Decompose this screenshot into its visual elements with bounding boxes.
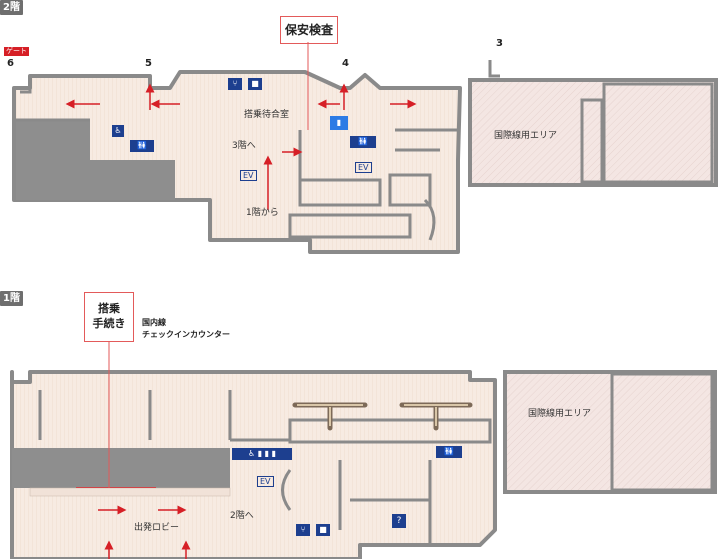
2f-intl-subroom	[602, 82, 714, 184]
1f-intl-area-label: 国際線用エリア	[528, 409, 592, 419]
toilet-icon-2: 🚻	[350, 136, 376, 148]
information-icon: ?	[392, 514, 406, 528]
gate-badge: ゲート	[4, 47, 29, 56]
battery-charge-icon: ▮	[330, 116, 348, 130]
checkin-counter-label: チェックインカウンター	[142, 330, 230, 339]
1f-counter-strip	[29, 487, 231, 497]
facility-icons-row: ♿ ▮ ▮ ▮	[232, 448, 292, 460]
floor-1f-map	[10, 342, 717, 559]
1f-grey-block	[12, 448, 230, 488]
accessible-icon: ♿	[112, 125, 124, 137]
1f-departure-lobby-label: 出発ロビー	[134, 523, 180, 533]
toilet-icon-1f: 🚻	[436, 446, 462, 458]
1f-ev-label: EV	[257, 476, 274, 487]
floor-tag-1f: 1階	[0, 291, 23, 306]
1f-t-counter-highlights	[297, 404, 468, 426]
2f-ev2-label: EV	[355, 162, 372, 173]
toilet-icon: 🚻	[130, 140, 154, 152]
checkin-callout: 搭乗 手続き	[84, 292, 134, 342]
1f-intl-subroom	[610, 372, 714, 492]
gate-3-label: 3	[496, 38, 503, 49]
security-check-callout: 保安検査	[280, 16, 338, 44]
2f-waiting-room-label: 搭乗待合室	[244, 110, 290, 120]
2f-to-3f-label: 3階へ	[232, 141, 256, 151]
gate-5-label: 5	[145, 58, 152, 69]
1f-arrows	[98, 505, 191, 559]
2f-ev-label: EV	[240, 170, 257, 181]
gate-4-label: 4	[342, 58, 349, 69]
gate-6-label: 6	[7, 58, 14, 69]
2f-intl-partition	[580, 98, 604, 184]
1f-to-2f-label: 2階へ	[230, 511, 254, 521]
floor-tag-2f: 2階	[0, 0, 23, 15]
restaurant-icon-1f: ⑂	[296, 524, 310, 536]
2f-arrows	[65, 83, 417, 210]
checkin-callout-line2: 手続き	[92, 317, 126, 330]
domestic-label: 国内線	[142, 318, 166, 327]
2f-grey-block	[16, 120, 175, 200]
2f-concourse	[12, 70, 462, 254]
2f-intl-area-label: 国際線用エリア	[494, 131, 558, 141]
2f-from-1f-label: 1階から	[246, 208, 279, 218]
floor-2f-map	[12, 42, 718, 254]
shop-icon: ■	[248, 78, 262, 90]
checkin-callout-line1: 搭乗	[98, 302, 120, 315]
shop-icon-1f: ■	[316, 524, 330, 536]
restaurant-icon: ⑂	[228, 78, 242, 90]
